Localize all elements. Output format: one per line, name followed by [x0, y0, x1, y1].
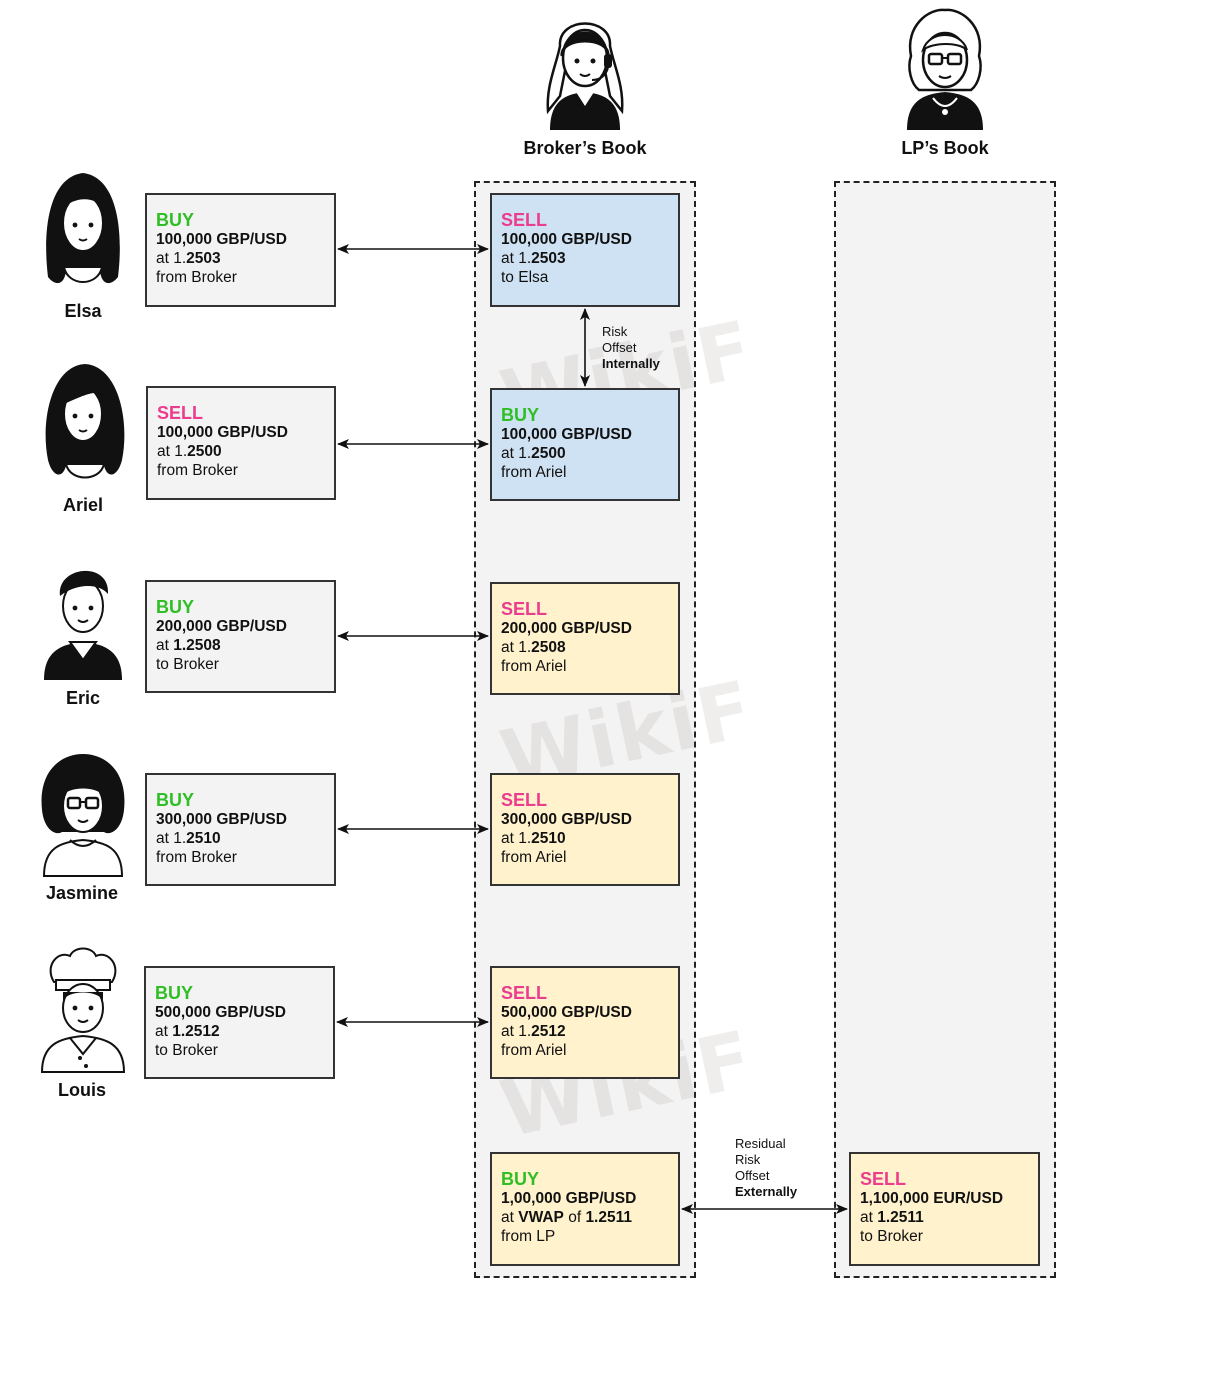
lp-book-title: LP’s Book: [901, 138, 989, 158]
trade-price: at 1.2500: [157, 443, 222, 460]
trade-side: SELL: [157, 403, 204, 423]
trade-price: at 1.2510: [156, 830, 221, 847]
trade-amount: 100,000 GBP/USD: [501, 426, 632, 443]
trade-amount: 500,000 GBP/USD: [155, 1004, 286, 1021]
trade-counterparty: from LP: [501, 1228, 556, 1245]
trade-amount: 100,000 GBP/USD: [501, 231, 632, 248]
broker-trade-card-5: SELL 500,000 GBP/USD at 1.2512 from Arie…: [490, 966, 680, 1079]
client-trade-card-ariel: SELL 100,000 GBP/USD at 1.2500 from Brok…: [146, 386, 336, 500]
trade-counterparty: from Broker: [157, 462, 238, 479]
trade-counterparty: to Broker: [156, 656, 219, 673]
trade-price: at VWAP of 1.2511: [501, 1209, 632, 1226]
internal-offset-note: Risk Offset Internally: [602, 324, 660, 371]
trade-counterparty: to Broker: [155, 1042, 218, 1059]
trade-counterparty: from Broker: [156, 849, 237, 866]
eric-avatar-icon: [44, 570, 122, 680]
louis-avatar-icon: [40, 947, 126, 1073]
client-name-elsa: Elsa: [64, 301, 102, 321]
lp-trade-card: SELL 1,100,000 EUR/USD at 1.2511 to Brok…: [849, 1152, 1040, 1266]
trade-price: at 1.2500: [501, 445, 566, 462]
client-trade-card-elsa: BUY 100,000 GBP/USD at 1.2503 from Broke…: [145, 193, 336, 307]
trade-side: SELL: [501, 210, 548, 230]
trade-counterparty: from Ariel: [501, 464, 567, 481]
trade-amount: 100,000 GBP/USD: [156, 231, 287, 248]
trade-price: at 1.2511: [860, 1209, 924, 1226]
trade-counterparty: from Ariel: [501, 1042, 567, 1059]
trade-side: SELL: [501, 983, 548, 1003]
trade-side: BUY: [501, 1169, 540, 1189]
trade-side: BUY: [155, 983, 194, 1003]
client-trade-card-eric: BUY 200,000 GBP/USD at 1.2508 to Broker: [145, 580, 336, 693]
broker-trade-card-1: SELL 100,000 GBP/USD at 1.2503 to Elsa: [490, 193, 680, 307]
external-offset-note: Residual Risk Offset Externally: [735, 1136, 798, 1199]
client-trade-card-jasmine: BUY 300,000 GBP/USD at 1.2510 from Broke…: [145, 773, 336, 886]
trade-amount: 1,100,000 EUR/USD: [860, 1190, 1004, 1207]
trade-price: at 1.2512: [501, 1023, 566, 1040]
trade-amount: 300,000 GBP/USD: [501, 811, 632, 828]
trade-side: BUY: [501, 405, 540, 425]
trade-side: BUY: [156, 210, 195, 230]
trade-price: at 1.2512: [155, 1023, 220, 1040]
trade-amount: 200,000 GBP/USD: [501, 620, 632, 637]
broker-trade-card-4: SELL 300,000 GBP/USD at 1.2510 from Arie…: [490, 773, 680, 886]
elsa-avatar-icon: [46, 173, 120, 284]
client-trade-card-louis: BUY 500,000 GBP/USD at 1.2512 to Broker: [144, 966, 335, 1079]
ariel-avatar-icon: [45, 364, 125, 479]
lp-avatar-icon: [907, 8, 983, 130]
jasmine-avatar-icon: [41, 754, 125, 877]
trade-price: at 1.2503: [501, 250, 566, 267]
broker-trade-card-3: SELL 200,000 GBP/USD at 1.2508 from Arie…: [490, 582, 680, 695]
client-name-jasmine: Jasmine: [45, 883, 119, 903]
trade-side: BUY: [156, 790, 195, 810]
broker-trade-card-2: BUY 100,000 GBP/USD at 1.2500 from Ariel: [490, 388, 680, 501]
lp-book-container: [834, 181, 1056, 1278]
trade-price: at 1.2508: [501, 639, 566, 656]
trade-amount: 1,00,000 GBP/USD: [501, 1190, 637, 1207]
trade-amount: 200,000 GBP/USD: [156, 618, 287, 635]
client-name-eric: Eric: [65, 688, 101, 708]
broker-avatar-icon: [546, 22, 624, 130]
trade-price: at 1.2510: [501, 830, 566, 847]
trade-amount: 300,000 GBP/USD: [156, 811, 287, 828]
trade-counterparty: from Broker: [156, 269, 237, 286]
trade-price: at 1.2503: [156, 250, 221, 267]
client-name-louis: Louis: [58, 1080, 106, 1100]
trade-counterparty: from Ariel: [501, 849, 567, 866]
trade-counterparty: from Ariel: [501, 658, 567, 675]
trade-counterparty: to Elsa: [501, 269, 549, 286]
trade-side: SELL: [860, 1169, 907, 1189]
trade-amount: 100,000 GBP/USD: [157, 424, 288, 441]
broker-hedge-card: BUY 1,00,000 GBP/USD at VWAP of 1.2511 f…: [490, 1152, 680, 1266]
trade-side: SELL: [501, 790, 548, 810]
trade-side: BUY: [156, 597, 195, 617]
broker-book-title: Broker’s Book: [523, 138, 647, 158]
trade-price: at 1.2508: [156, 637, 221, 654]
trade-side: SELL: [501, 599, 548, 619]
client-name-ariel: Ariel: [62, 495, 104, 515]
trade-counterparty: to Broker: [860, 1228, 923, 1245]
trade-amount: 500,000 GBP/USD: [501, 1004, 632, 1021]
